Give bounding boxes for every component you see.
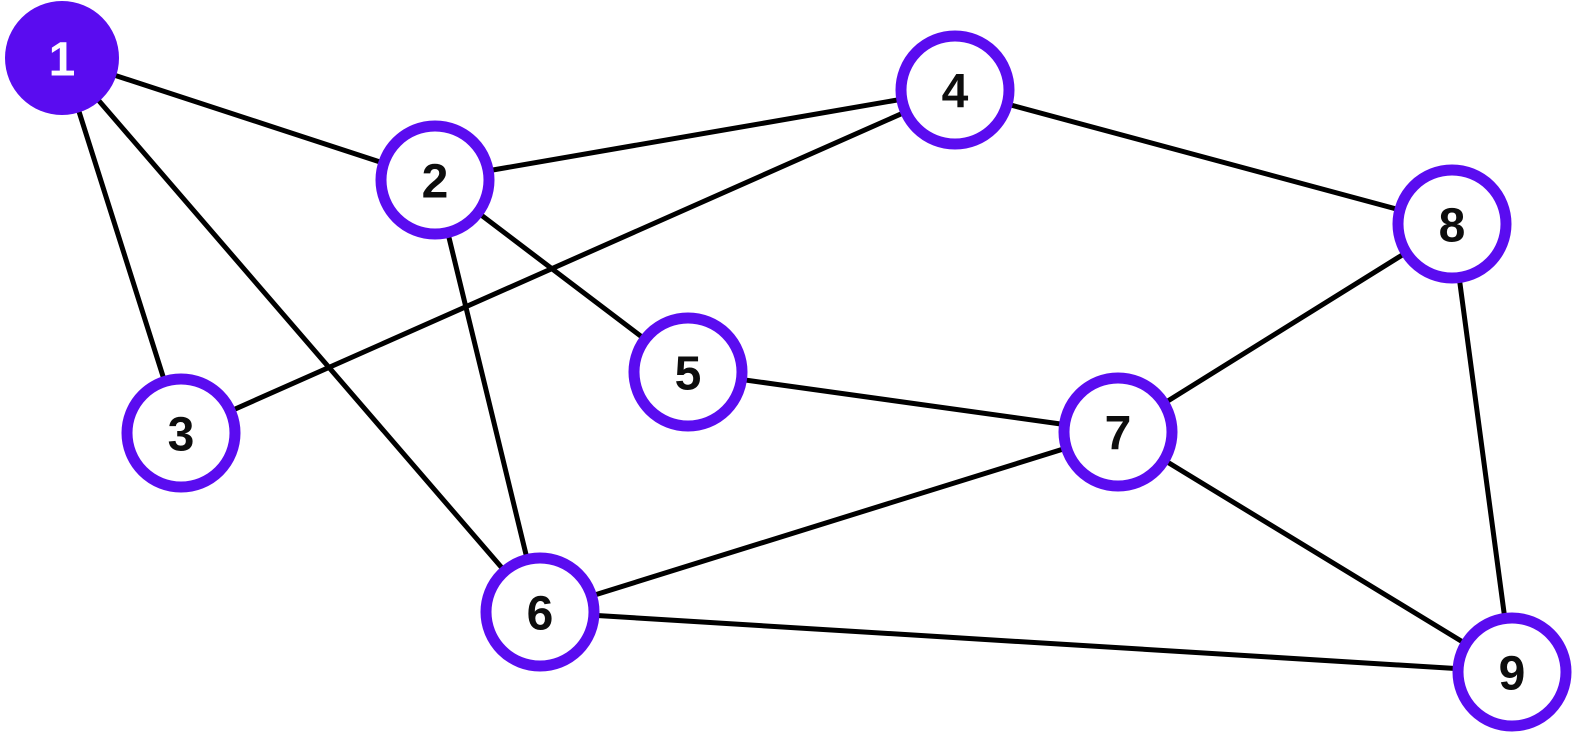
- node-circle[interactable]: [1392, 164, 1512, 284]
- graph-edge-1-3: [59, 55, 184, 436]
- graph-edge-5-7: [685, 369, 1121, 435]
- node-circle[interactable]: [895, 30, 1015, 150]
- graph-edge-4-8: [952, 87, 1455, 227]
- graph-node-9[interactable]: 9: [1452, 612, 1572, 732]
- graph-edge-2-6: [432, 177, 543, 615]
- graph-node-7[interactable]: 7: [1058, 372, 1178, 492]
- graph-node-1-selected[interactable]: 1: [5, 1, 119, 115]
- node-circle[interactable]: [1452, 612, 1572, 732]
- graph-edge-7-8: [1115, 221, 1455, 435]
- graph-node-6[interactable]: 6: [480, 552, 600, 672]
- graph-edge-6-9: [537, 609, 1515, 675]
- graph-edge-6-7: [537, 429, 1121, 615]
- graph-edge-1-2: [59, 55, 438, 183]
- node-circle[interactable]: [375, 120, 495, 240]
- node-circle[interactable]: [628, 312, 748, 432]
- node-circle[interactable]: [121, 373, 241, 493]
- node-circle[interactable]: [1058, 372, 1178, 492]
- node-circle-selected[interactable]: [5, 1, 119, 115]
- graph-edge-2-4: [432, 87, 958, 183]
- graph-node-8[interactable]: 8: [1392, 164, 1512, 284]
- node-circle[interactable]: [480, 552, 600, 672]
- graph-edge-7-9: [1115, 429, 1515, 675]
- graph-node-2[interactable]: 2: [375, 120, 495, 240]
- graph-edge-8-9: [1449, 221, 1515, 675]
- graph-node-4[interactable]: 4: [895, 30, 1015, 150]
- graph-node-3[interactable]: 3: [121, 373, 241, 493]
- graph-node-5[interactable]: 5: [628, 312, 748, 432]
- graph-edge-1-6: [59, 55, 543, 615]
- graph-edge-3-4: [178, 87, 958, 436]
